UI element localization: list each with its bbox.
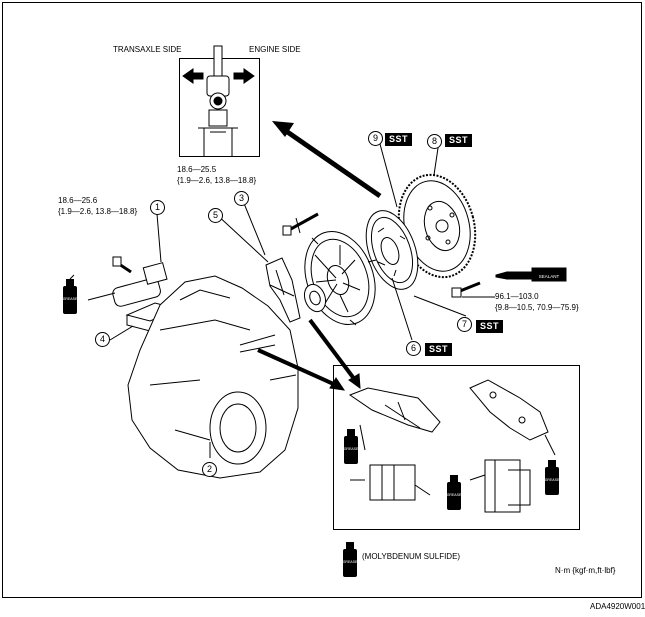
grease-can-icons: GREASE GREASE GREASE GREASE GREASE: [63, 274, 560, 577]
torque-top-line1: 18.6—25.5: [177, 165, 217, 174]
transaxle-side-label: TRANSAXLE SIDE: [113, 45, 182, 54]
callout-1: 1: [150, 200, 165, 215]
callout-9: 9: [368, 131, 383, 146]
engine-side-label: ENGINE SIDE: [249, 45, 301, 54]
callout-8: 8: [427, 134, 442, 149]
callout-2: 2: [202, 462, 217, 477]
grease-can-icon-2: GREASE: [344, 429, 359, 464]
grease-label: GREASE: [343, 560, 358, 564]
grease-label: GREASE: [545, 478, 560, 482]
legend-molybdenum-text: (MOLYBDENUM SULFIDE): [362, 552, 461, 561]
sst-badge-8: SST: [445, 134, 473, 147]
sst-badge-7: SST: [476, 320, 504, 333]
sealant-label: SEALANT: [539, 274, 560, 279]
callout-6: 6: [406, 341, 421, 356]
sst-badge-9: SST: [385, 133, 413, 146]
grease-can-icon-4: GREASE: [545, 460, 560, 495]
callout-3: 3: [234, 191, 249, 206]
arrow-right-icon: [233, 68, 255, 84]
torque-flywheel-line2: {9.8—10.5, 70.9—75.9}: [495, 303, 579, 312]
torque-top-line2: {1.9—2.6, 13.8—18.8}: [177, 176, 257, 185]
arrow-left-icon: [182, 68, 204, 84]
detail-fork-drawing: [348, 379, 556, 513]
figure-code: ADA4920W001: [590, 602, 645, 611]
direction-arrow-icon: [272, 121, 294, 137]
torque-left-line1: 18.6—25.6: [58, 196, 98, 205]
transaxle-drawing: [127, 275, 299, 479]
callout-4: 4: [95, 332, 110, 347]
sst-badge-6: SST: [425, 343, 453, 356]
grease-can-icon-1: GREASE: [63, 274, 78, 314]
callout-5: 5: [208, 208, 223, 223]
grease-can-icon-legend: GREASE: [343, 542, 358, 577]
units-label: N·m {kgf·m,ft·lbf}: [555, 566, 616, 575]
grease-label: GREASE: [447, 493, 462, 497]
callout-7: 7: [457, 317, 472, 332]
clutch-disc-drawing: [365, 210, 419, 290]
grease-label: GREASE: [63, 297, 78, 301]
release-fork-drawing: [214, 212, 301, 323]
grease-label: GREASE: [344, 447, 359, 451]
clutch-release-cylinder-drawing: [87, 213, 168, 307]
figure-frame: [2, 2, 642, 598]
torque-flywheel-line1: 96.1—103.0: [495, 292, 539, 301]
grease-can-icon-3: GREASE: [447, 475, 462, 510]
inset-fork-drawing: [198, 45, 238, 157]
torque-left-line2: {1.9—2.6, 13.8—18.8}: [58, 207, 138, 216]
detail-inset-box: [333, 365, 580, 530]
